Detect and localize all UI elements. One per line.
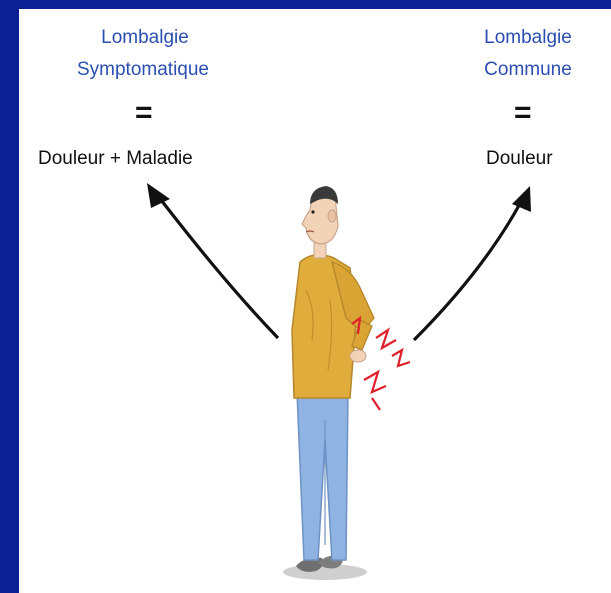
right-arrow-head bbox=[512, 186, 531, 212]
left-arrow-head bbox=[147, 183, 170, 208]
left-arrow bbox=[158, 196, 278, 338]
man-with-back-pain-icon bbox=[283, 186, 374, 580]
right-arrow bbox=[414, 200, 522, 340]
